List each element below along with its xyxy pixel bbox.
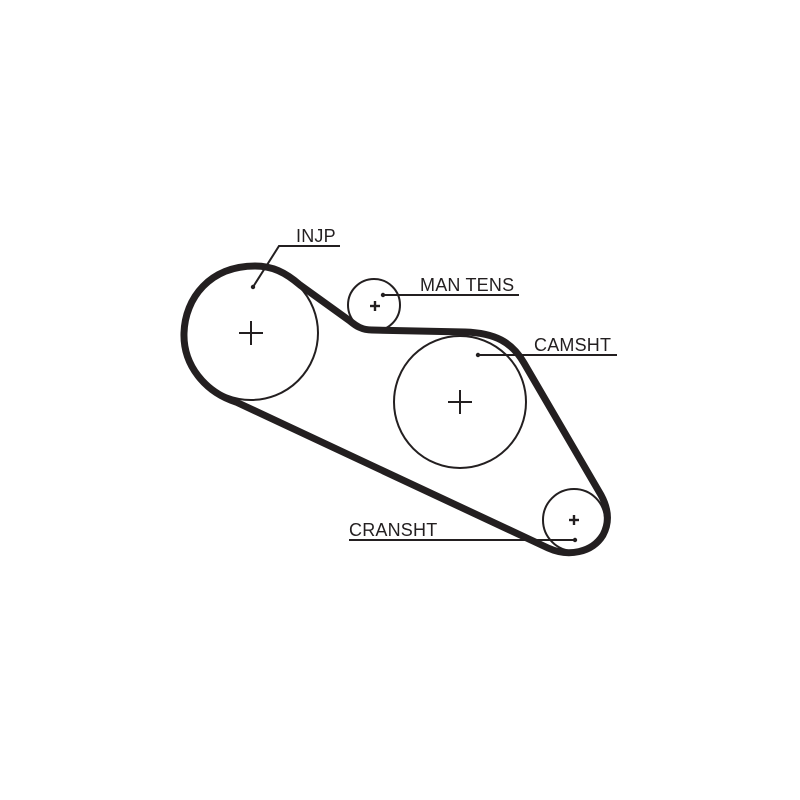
cransht-label: CRANSHT xyxy=(349,520,437,540)
camsht-center-cross-icon xyxy=(448,390,472,414)
man-tens-center-cross-icon xyxy=(370,301,380,311)
cransht-leader: CRANSHT xyxy=(349,520,578,543)
camsht-pulley xyxy=(393,335,527,469)
injp-label: INJP xyxy=(296,226,336,246)
camsht-pulley-circle xyxy=(393,335,527,469)
camsht-leader: CAMSHT xyxy=(475,335,617,358)
cransht-center-cross-icon xyxy=(569,515,579,525)
man-tens-leader: MAN TENS xyxy=(380,275,519,298)
injp-leader: INJP xyxy=(250,226,340,290)
injp-center-cross-icon xyxy=(239,321,263,345)
man-tens-label: MAN TENS xyxy=(420,275,514,295)
timing-belt xyxy=(180,262,611,557)
camsht-label: CAMSHT xyxy=(534,335,611,355)
